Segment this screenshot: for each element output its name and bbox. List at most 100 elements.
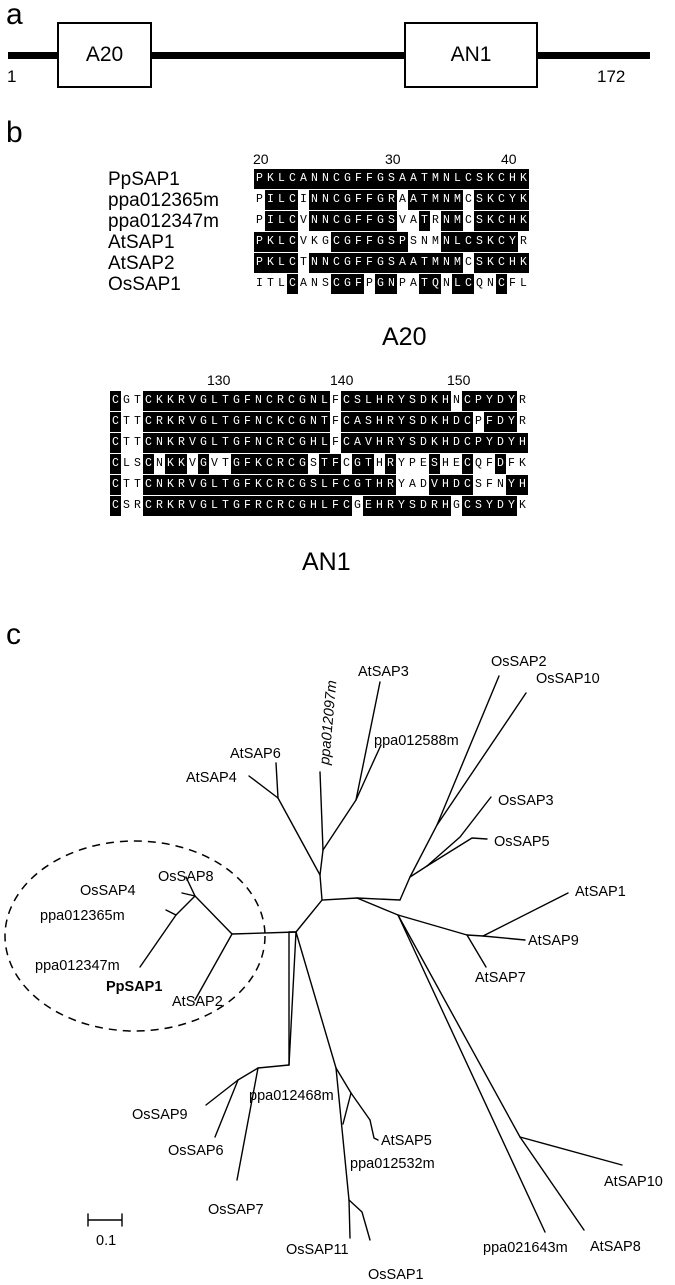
residue: K — [485, 232, 496, 252]
tree-leaf-label: ppa012365m — [40, 908, 125, 924]
residue: K — [309, 232, 320, 252]
tree-branch — [466, 934, 487, 968]
residue: K — [165, 433, 176, 453]
residue: C — [110, 412, 121, 432]
residue: C — [341, 496, 352, 516]
residue: K — [518, 190, 529, 210]
residue: C — [341, 475, 352, 495]
residue: F — [353, 169, 364, 189]
residue: G — [342, 232, 353, 252]
residue: H — [308, 496, 319, 516]
residue: S — [473, 496, 484, 516]
residue: L — [452, 232, 463, 252]
residue: G — [198, 433, 209, 453]
residue: C — [462, 496, 473, 516]
tree-branch — [205, 1079, 239, 1106]
tree-leaf-label: OsSAP8 — [158, 869, 214, 885]
residue: G — [342, 211, 353, 231]
residue: Y — [396, 433, 407, 453]
residue: K — [165, 454, 176, 474]
residue: T — [220, 391, 231, 411]
tree-branch — [342, 1092, 352, 1125]
tree-branch — [482, 935, 526, 941]
residue: T — [319, 454, 330, 474]
residue: Y — [484, 391, 495, 411]
residue: K — [485, 211, 496, 231]
residue: F — [353, 190, 364, 210]
tree-leaf-label: OsSAP4 — [80, 883, 136, 899]
residue: C — [496, 232, 507, 252]
tree-leaf-label: AtSAP9 — [528, 933, 579, 949]
residue: N — [320, 211, 331, 231]
residue: R — [275, 454, 286, 474]
residue: C — [331, 211, 342, 231]
residue: G — [297, 391, 308, 411]
residue: Y — [506, 475, 517, 495]
residue: F — [484, 475, 495, 495]
residue: C — [341, 412, 352, 432]
residue: C — [463, 211, 474, 231]
residue: C — [496, 274, 507, 294]
residue: H — [517, 475, 528, 495]
residue: G — [342, 274, 353, 294]
residue: K — [485, 253, 496, 273]
residue: Q — [474, 274, 485, 294]
residue: T — [220, 454, 231, 474]
residue: K — [517, 496, 528, 516]
residue: C — [341, 433, 352, 453]
residue: F — [330, 412, 341, 432]
residue: K — [518, 253, 529, 273]
residue: K — [265, 232, 276, 252]
residue: Y — [396, 412, 407, 432]
residue: G — [297, 496, 308, 516]
residue: C — [463, 169, 474, 189]
residue: I — [265, 190, 276, 210]
an1-alignment-title: AN1 — [302, 548, 351, 576]
tree-branch — [194, 933, 233, 1001]
residue: N — [308, 391, 319, 411]
residue: S — [308, 454, 319, 474]
residue: Y — [506, 433, 517, 453]
tree-branch — [436, 692, 527, 826]
residue: N — [309, 274, 320, 294]
residue: C — [143, 496, 154, 516]
residue: R — [176, 433, 187, 453]
residue: Y — [396, 475, 407, 495]
residue: L — [276, 211, 287, 231]
residue: F — [242, 391, 253, 411]
residue: C — [331, 190, 342, 210]
residue: P — [473, 433, 484, 453]
residue: R — [132, 496, 143, 516]
residue: N — [386, 274, 397, 294]
residue: D — [495, 496, 506, 516]
tree-branch — [335, 1067, 352, 1094]
residue: L — [209, 433, 220, 453]
residue: L — [518, 274, 529, 294]
residue: D — [418, 475, 429, 495]
residue: K — [485, 169, 496, 189]
residue: F — [353, 232, 364, 252]
residue: N — [154, 454, 165, 474]
residue: V — [429, 475, 440, 495]
residue: N — [253, 391, 264, 411]
residue: N — [419, 232, 430, 252]
residue: H — [374, 433, 385, 453]
residue: L — [276, 169, 287, 189]
residue: L — [209, 496, 220, 516]
residue: I — [298, 190, 309, 210]
residue: I — [254, 274, 265, 294]
residue: C — [287, 253, 298, 273]
residue: S — [352, 391, 363, 411]
residue: R — [275, 496, 286, 516]
residue: C — [331, 232, 342, 252]
residue: D — [495, 412, 506, 432]
tree-leaf-label: OsSAP7 — [208, 1202, 264, 1218]
residue: C — [286, 391, 297, 411]
tree-branch — [295, 931, 337, 1069]
tree-leaf-label: AtSAP5 — [381, 1133, 432, 1149]
residue: A — [408, 253, 419, 273]
